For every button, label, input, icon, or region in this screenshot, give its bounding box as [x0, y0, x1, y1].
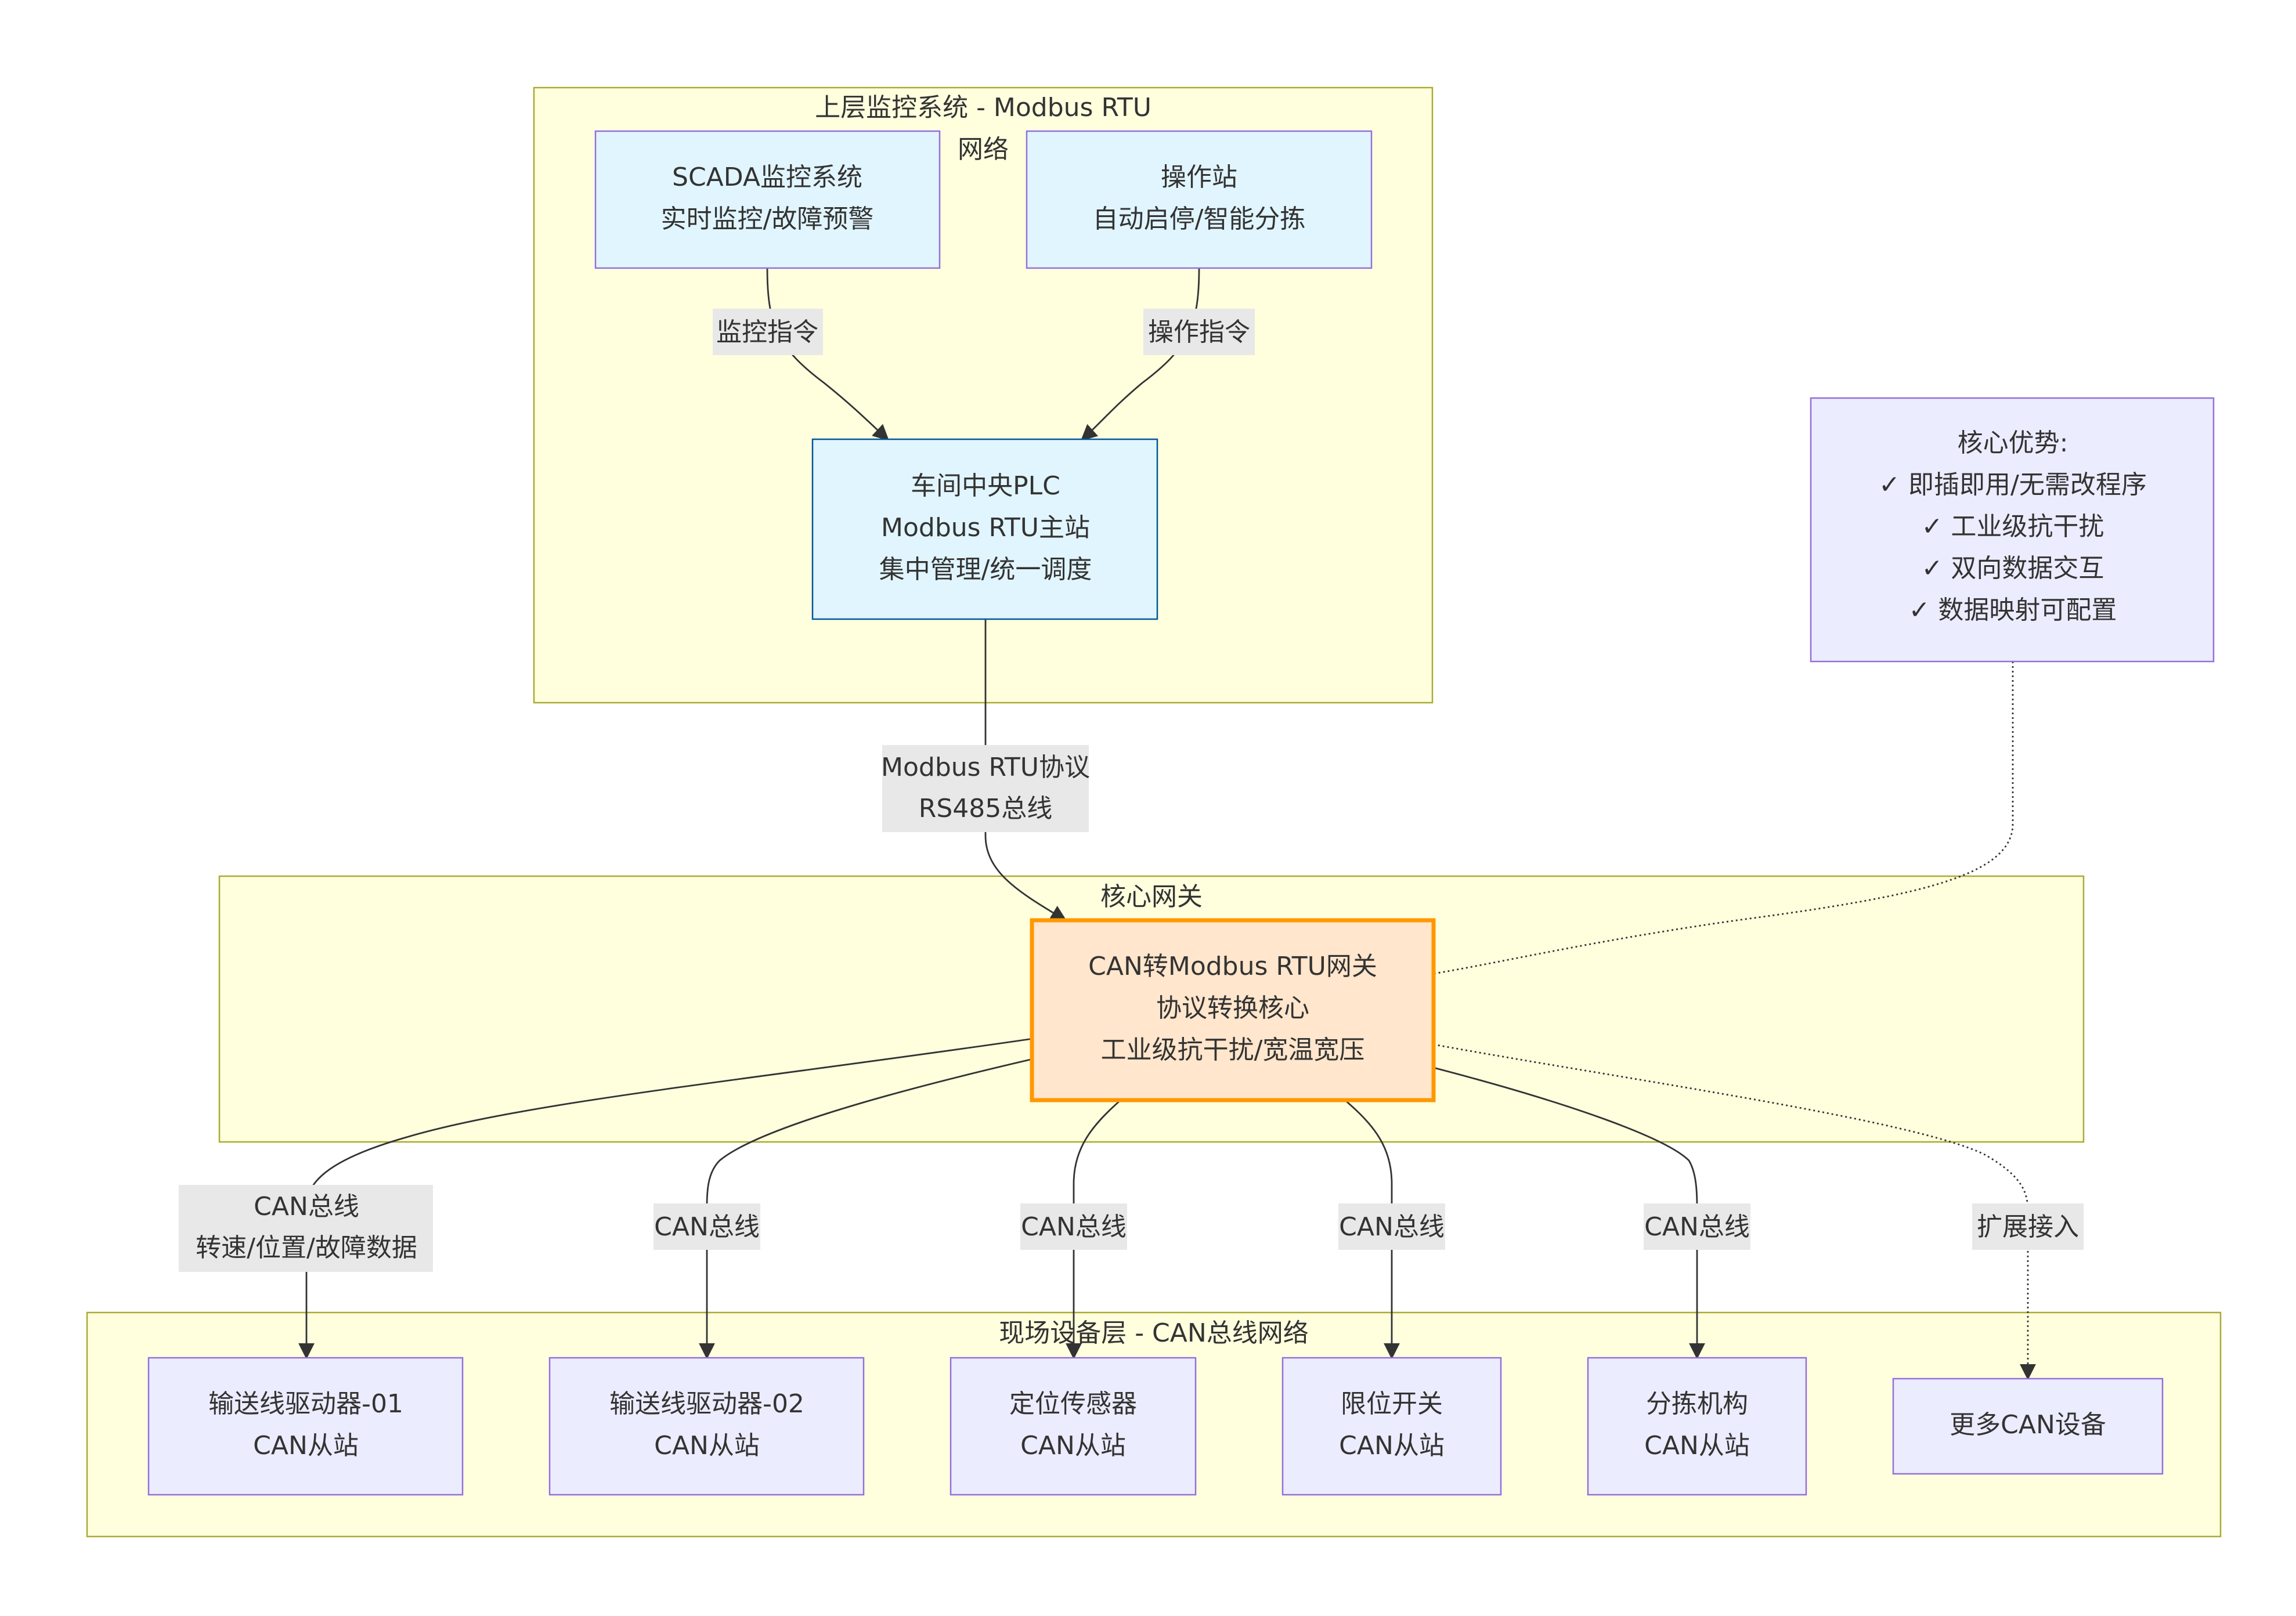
node-more-line1: 更多CAN设备 [1950, 1410, 2106, 1440]
edge-gateway-limit [1344, 1098, 1400, 1360]
edge-label-can-conveyor1: CAN总线 转速/位置/故障数据 [179, 1185, 433, 1272]
node-conveyor1-line1: 输送线驱动器-01 [208, 1389, 403, 1419]
edges [298, 268, 2036, 1380]
edge-label-can-limit: CAN总线 [1338, 1203, 1445, 1250]
edge-label-can-conveyor2: CAN总线 [654, 1203, 760, 1250]
edge-advantages-gateway [1433, 661, 2014, 975]
node-advantages-line2: ✓ 即插即用/无需改程序 [1879, 470, 2147, 500]
node-gateway-line1: CAN转Modbus RTU网关 [1088, 952, 1377, 981]
edge-label-operate: 操作指令 [1143, 309, 1255, 355]
edge-label-modbus-line2: RS485总线 [919, 794, 1052, 823]
node-sensor-line2: CAN从站 [1020, 1431, 1126, 1460]
edge-label-operate-text: 操作指令 [1148, 317, 1250, 347]
edge-gateway-conveyor2 [699, 1058, 1034, 1360]
node-position-sensor[interactable]: 定位传感器 CAN从站 [950, 1357, 1197, 1496]
node-sensor-line1: 定位传感器 [1009, 1389, 1137, 1419]
node-plc-line1: 车间中央PLC [911, 471, 1060, 501]
node-core-advantages[interactable]: 核心优势: ✓ 即插即用/无需改程序 ✓ 工业级抗干扰 ✓ 双向数据交互 ✓ 数… [1810, 397, 2215, 663]
node-limit-switch[interactable]: 限位开关 CAN从站 [1281, 1357, 1502, 1496]
node-scada-line2: 实时监控/故障预警 [661, 204, 874, 234]
node-conveyor1-line2: CAN从站 [253, 1431, 359, 1460]
edge-label-can-conveyor1-line1: CAN总线 [254, 1192, 359, 1221]
cluster-top-title-line2: 网络 [958, 135, 1009, 164]
node-plc-line3: 集中管理/统一调度 [879, 555, 1092, 584]
node-operator-line2: 自动启停/智能分拣 [1093, 204, 1306, 234]
edge-gateway-sorter [1433, 1067, 1705, 1360]
node-gateway-line2: 协议转换核心 [1156, 993, 1309, 1023]
node-advantages-line1: 核心优势: [1958, 428, 2068, 458]
edge-operator-plc [1080, 268, 1200, 441]
node-conveyor2-line1: 输送线驱动器-02 [609, 1389, 804, 1419]
node-scada-line1: SCADA监控系统 [672, 162, 862, 192]
cluster-field-title: 现场设备层 - CAN总线网络 [999, 1318, 1309, 1348]
cluster-top-title-line1: 上层监控系统 - Modbus RTU [815, 93, 1151, 122]
node-can-modbus-gateway[interactable]: CAN转Modbus RTU网关 协议转换核心 工业级抗干扰/宽温宽压 [1030, 918, 1436, 1102]
node-sorter[interactable]: 分拣机构 CAN从站 [1587, 1357, 1807, 1496]
node-advantages-line4: ✓ 双向数据交互 [1922, 554, 2104, 583]
node-operator-line1: 操作站 [1161, 162, 1237, 192]
node-central-plc[interactable]: 车间中央PLC Modbus RTU主站 集中管理/统一调度 [811, 438, 1158, 620]
node-limit-line1: 限位开关 [1341, 1389, 1443, 1419]
node-more-can-devices[interactable]: 更多CAN设备 [1892, 1378, 2164, 1475]
edge-label-monitor: 监控指令 [713, 309, 823, 355]
node-plc-line2: Modbus RTU主站 [881, 513, 1090, 543]
node-sorter-line2: CAN从站 [1644, 1431, 1750, 1460]
cluster-gateway-title: 核心网关 [1100, 882, 1203, 912]
edge-label-can-limit-text: CAN总线 [1339, 1212, 1445, 1242]
node-operator-station[interactable]: 操作站 自动启停/智能分拣 [1026, 130, 1373, 269]
edge-label-can-sorter-text: CAN总线 [1644, 1212, 1750, 1242]
edge-plc-gateway [984, 619, 1067, 921]
node-conveyor2-line2: CAN从站 [654, 1431, 760, 1460]
edge-label-monitor-text: 监控指令 [716, 317, 818, 347]
node-scada[interactable]: SCADA监控系统 实时监控/故障预警 [594, 130, 941, 269]
edge-gateway-conveyor1 [298, 1037, 1034, 1360]
node-advantages-line5: ✓ 数据映射可配置 [1909, 595, 2117, 625]
node-conveyor-driver-02[interactable]: 输送线驱动器-02 CAN从站 [548, 1357, 865, 1496]
edge-label-modbus-line1: Modbus RTU协议 [881, 753, 1090, 782]
node-limit-line2: CAN从站 [1339, 1431, 1445, 1460]
edge-label-can-sorter: CAN总线 [1644, 1203, 1750, 1250]
edge-label-modbus: Modbus RTU协议 RS485总线 [881, 745, 1090, 832]
edge-label-can-conveyor2-text: CAN总线 [654, 1212, 760, 1242]
edge-gateway-sensor [1066, 1098, 1122, 1360]
edge-label-can-sensor-text: CAN总线 [1021, 1212, 1127, 1242]
edge-label-can-conveyor1-line2: 转速/位置/故障数据 [196, 1233, 417, 1263]
node-gateway-line3: 工业级抗干扰/宽温宽压 [1101, 1035, 1365, 1065]
node-advantages-line3: ✓ 工业级抗干扰 [1922, 512, 2104, 541]
edge-label-expand: 扩展接入 [1972, 1203, 2084, 1250]
edge-label-can-sensor: CAN总线 [1020, 1203, 1127, 1250]
edge-label-expand-text: 扩展接入 [1977, 1212, 2079, 1242]
node-sorter-line1: 分拣机构 [1646, 1389, 1748, 1419]
node-conveyor-driver-01[interactable]: 输送线驱动器-01 CAN从站 [147, 1357, 464, 1496]
